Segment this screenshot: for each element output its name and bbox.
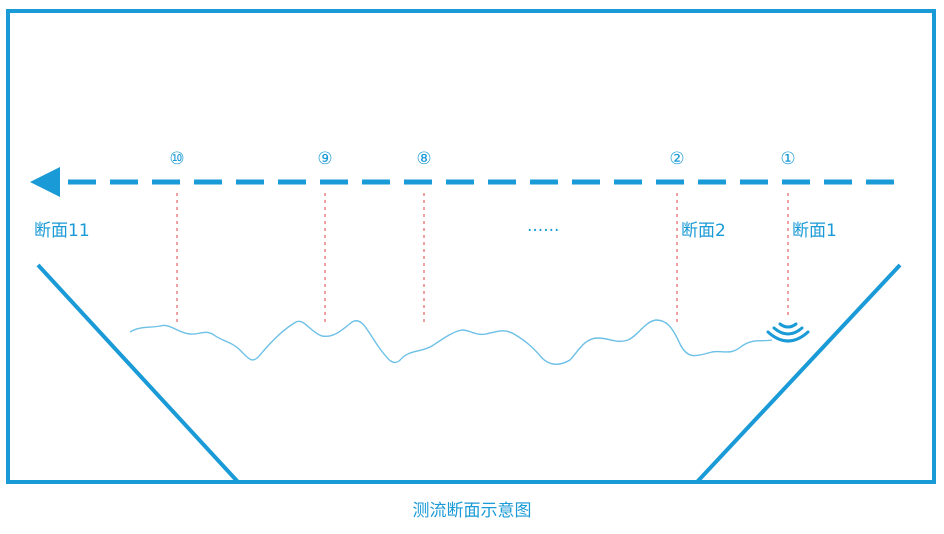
section-number-2: ② [669, 149, 685, 169]
section-label-2: 断面2 [681, 221, 726, 241]
section-label-11: 断面11 [34, 221, 90, 241]
section-number-8: ⑧ [416, 149, 432, 169]
left-arrow-icon [30, 167, 60, 197]
section-number-10: ⑩ [169, 149, 185, 169]
diagram-caption: 测流断面示意图 [412, 501, 532, 521]
section-guide-lines [176, 193, 789, 325]
sonar-wave-icon [766, 322, 810, 343]
riverbed-profile [129, 319, 773, 365]
channel-outline [36, 263, 902, 484]
section-ellipsis: ...... [527, 216, 560, 236]
section-number-1: ① [780, 149, 796, 169]
section-number-9: ⑨ [317, 149, 333, 169]
section-label-1: 断面1 [792, 221, 837, 241]
outer-frame [6, 9, 936, 484]
